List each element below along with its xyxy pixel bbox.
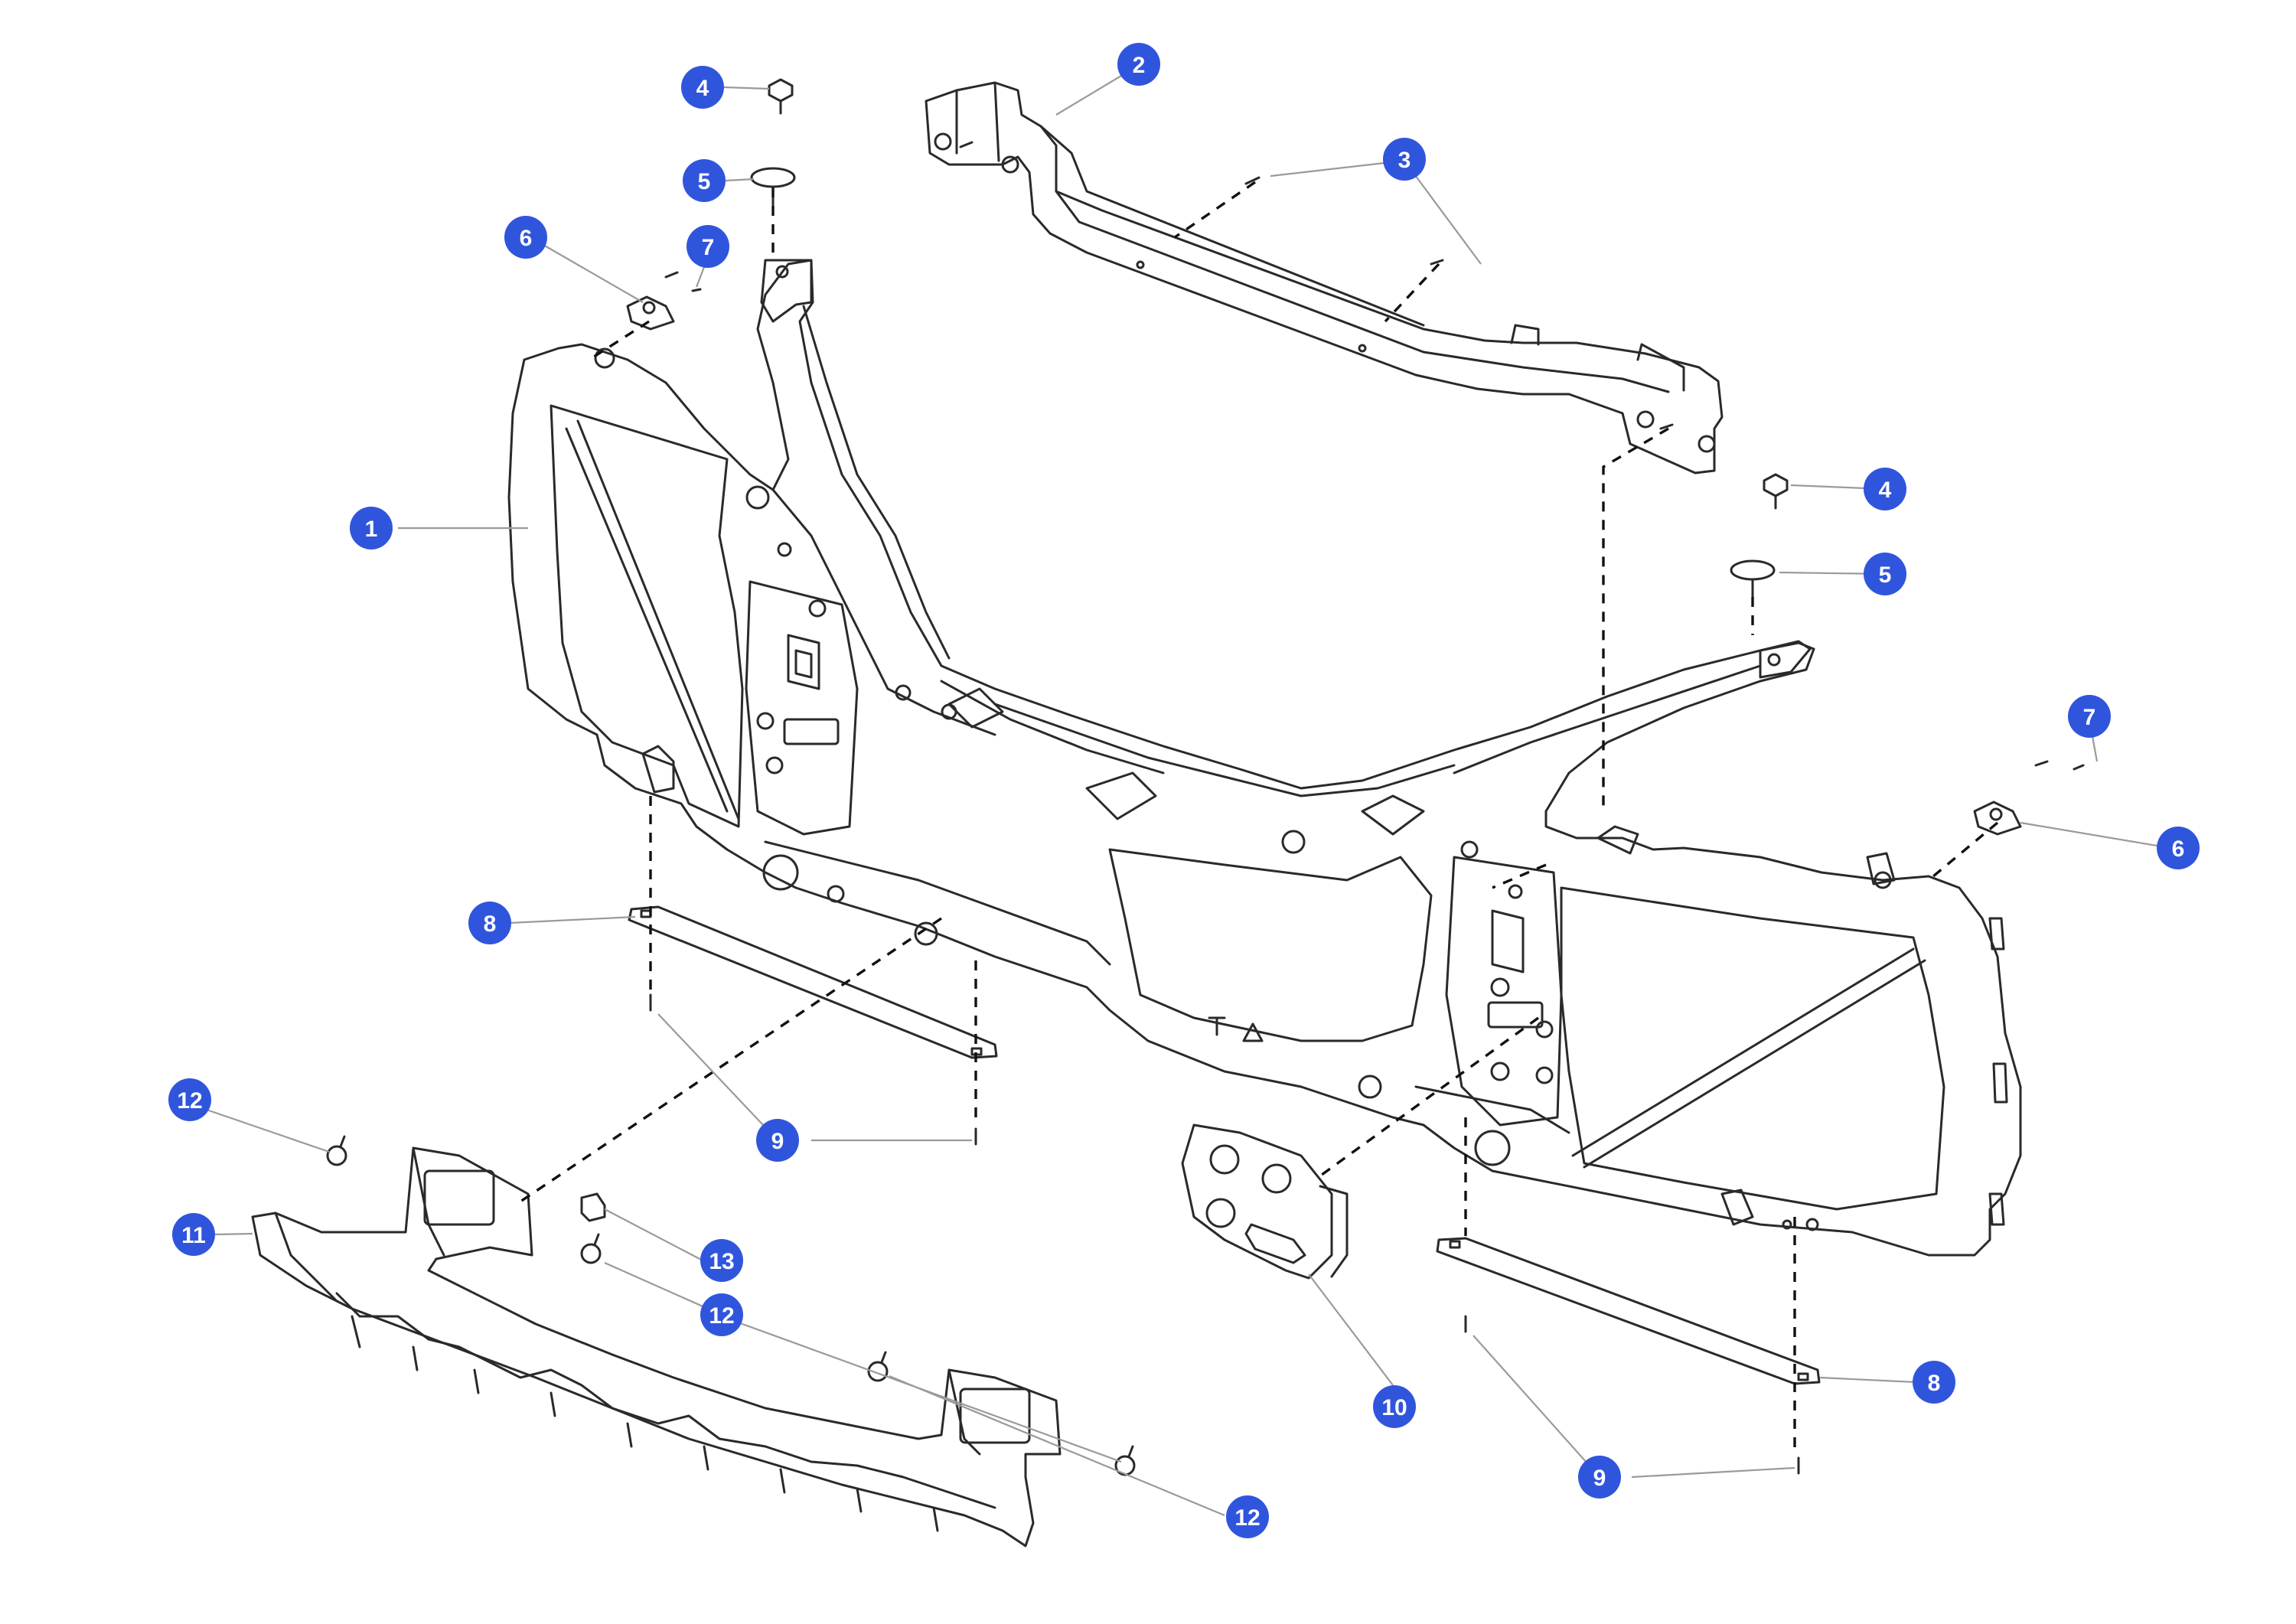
svg-text:7: 7 [2083,705,2096,730]
svg-text:4: 4 [1879,478,1892,503]
svg-text:5: 5 [1879,563,1892,588]
svg-text:8: 8 [484,911,497,937]
upper-crossmember-part [925,81,1724,474]
svg-text:13: 13 [709,1249,734,1274]
svg-text:1: 1 [365,517,378,542]
callout-5-top: 5 [683,159,726,202]
assembly-dashed-lines [520,181,1999,1454]
pad-part [1181,1123,1349,1280]
callout-12-top: 12 [168,1078,211,1121]
callout-7-left: 7 [687,225,729,268]
svg-text:6: 6 [2172,836,2185,862]
svg-text:8: 8 [1928,1371,1941,1396]
bumper-beam-part [251,1146,1062,1547]
callout-8-right: 8 [1913,1361,1955,1404]
callout-12-bottom: 12 [1226,1495,1269,1538]
svg-text:9: 9 [1593,1466,1606,1491]
svg-text:4: 4 [696,76,709,101]
radiator-support-part [507,259,2022,1257]
callout-11: 11 [172,1213,215,1256]
svg-text:2: 2 [1133,53,1146,78]
callout-5-right: 5 [1864,553,1906,595]
svg-text:9: 9 [771,1129,784,1154]
callout-2: 2 [1117,43,1160,86]
callout-3: 3 [1383,138,1426,181]
callout-9-right: 9 [1578,1456,1621,1498]
svg-text:12: 12 [1234,1505,1260,1531]
strap-part-left [628,905,998,1059]
callout-1: 1 [350,507,393,549]
callout-4-right: 4 [1864,468,1906,510]
svg-text:12: 12 [709,1303,734,1329]
callout-4-top: 4 [681,66,724,109]
callout-12-middle: 12 [700,1293,743,1336]
svg-text:10: 10 [1381,1395,1407,1420]
svg-text:5: 5 [698,169,711,194]
svg-text:12: 12 [177,1088,202,1114]
fastener-parts [326,78,2085,1476]
callout-9-left: 9 [756,1119,799,1162]
callout-leader-lines [206,64,2171,1517]
callout-8-left: 8 [468,902,511,944]
callout-6-right: 6 [2157,827,2200,869]
strap-part-right [1436,1237,1821,1385]
callout-6-left: 6 [504,216,547,259]
callout-10: 10 [1373,1385,1416,1428]
svg-text:6: 6 [520,226,533,251]
callout-7-right: 7 [2068,695,2111,738]
svg-text:11: 11 [181,1223,206,1248]
svg-text:7: 7 [702,235,715,260]
callout-13: 13 [700,1239,743,1282]
svg-text:3: 3 [1398,148,1411,173]
